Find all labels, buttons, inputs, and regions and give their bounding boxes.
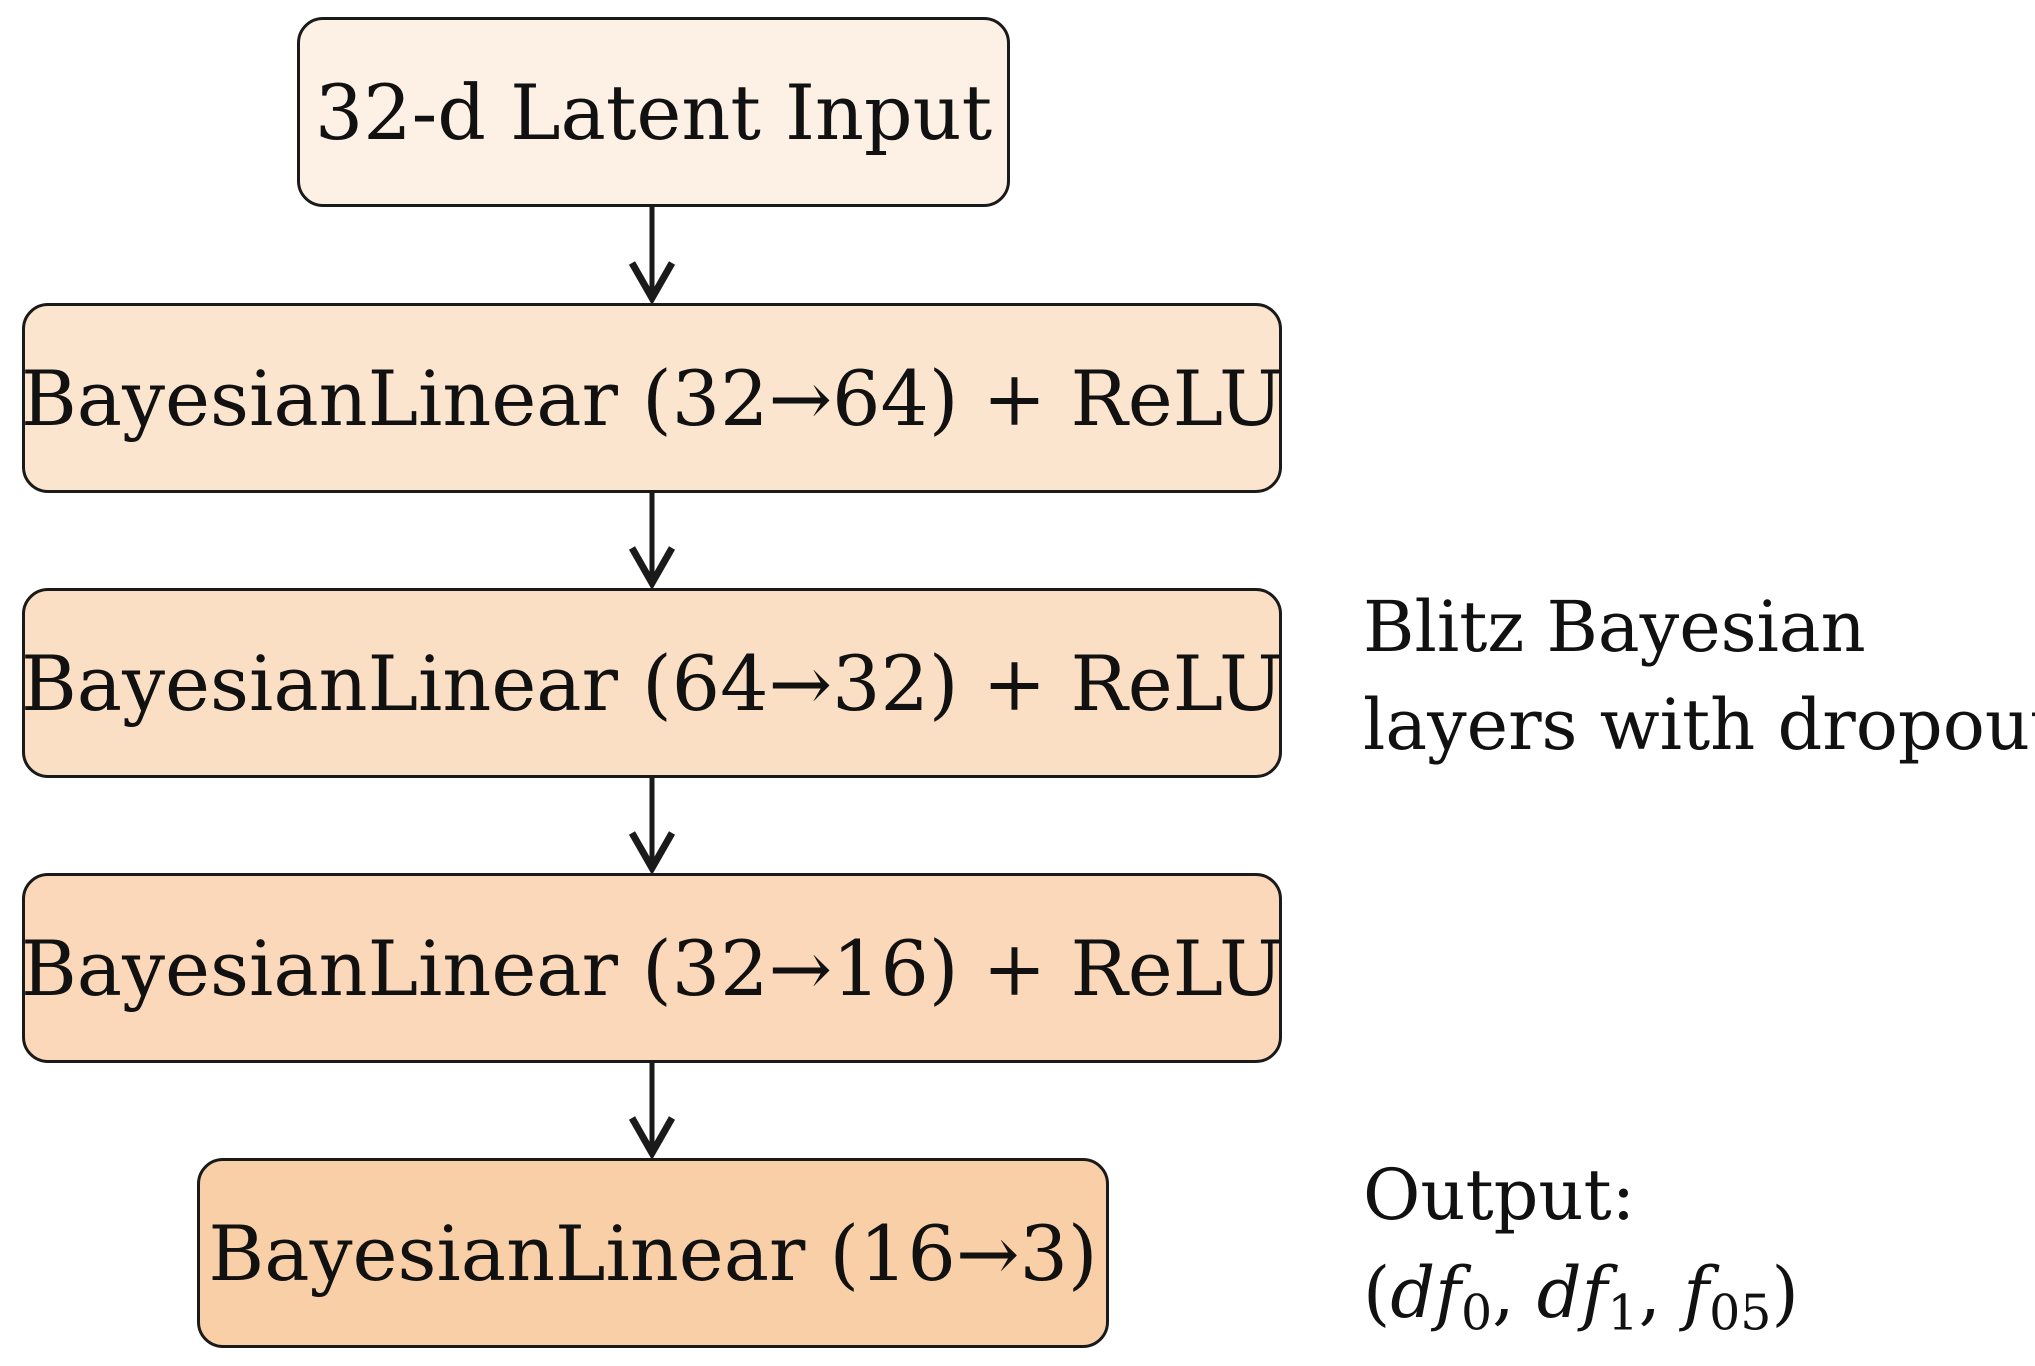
node-latent-input: 32-d Latent Input [297,17,1010,207]
formula-f1: f [1581,1252,1608,1334]
formula-sep1: , [1492,1252,1537,1334]
output-annotation: Output: (df0, df1, f05) [1363,1146,1799,1362]
formula-f0: f [1435,1252,1462,1334]
node-latent-input-label: 32-d Latent Input [314,67,993,157]
node-bayesian-linear-32-16: BayesianLinear (32→16) + ReLU [20,873,1284,1063]
formula-f05: f [1683,1252,1710,1334]
formula-d0: d [1390,1252,1436,1334]
output-annotation-title: Output: [1363,1154,1636,1236]
layers-annotation-line2: layers with dropout [1363,684,2035,766]
node-bayesian-linear-16-3: BayesianLinear (16→3) [197,1158,1109,1348]
output-annotation-formula: (df0, df1, f05) [1363,1244,1799,1362]
formula-close-paren: ) [1771,1252,1799,1334]
layers-annotation-line1: Blitz Bayesian [1363,586,1866,668]
node-bayesian-linear-32-64: BayesianLinear (32→64) + ReLU [20,303,1284,493]
formula-sub0: 0 [1461,1284,1493,1342]
formula-sep2: , [1638,1252,1684,1334]
node-bayesian-linear-32-64-label: BayesianLinear (32→64) + ReLU [20,353,1284,443]
node-bayesian-linear-16-3-label: BayesianLinear (16→3) [208,1208,1098,1298]
formula-sub05: 05 [1709,1284,1772,1342]
formula-d1: d [1536,1252,1582,1334]
layers-annotation: Blitz Bayesian layers with dropout [1363,578,2035,774]
formula-open-paren: ( [1363,1252,1391,1334]
formula-sub1: 1 [1607,1284,1639,1342]
node-bayesian-linear-32-16-label: BayesianLinear (32→16) + ReLU [20,923,1284,1013]
node-bayesian-linear-64-32: BayesianLinear (64→32) + ReLU [20,588,1284,778]
node-bayesian-linear-64-32-label: BayesianLinear (64→32) + ReLU [20,638,1284,728]
